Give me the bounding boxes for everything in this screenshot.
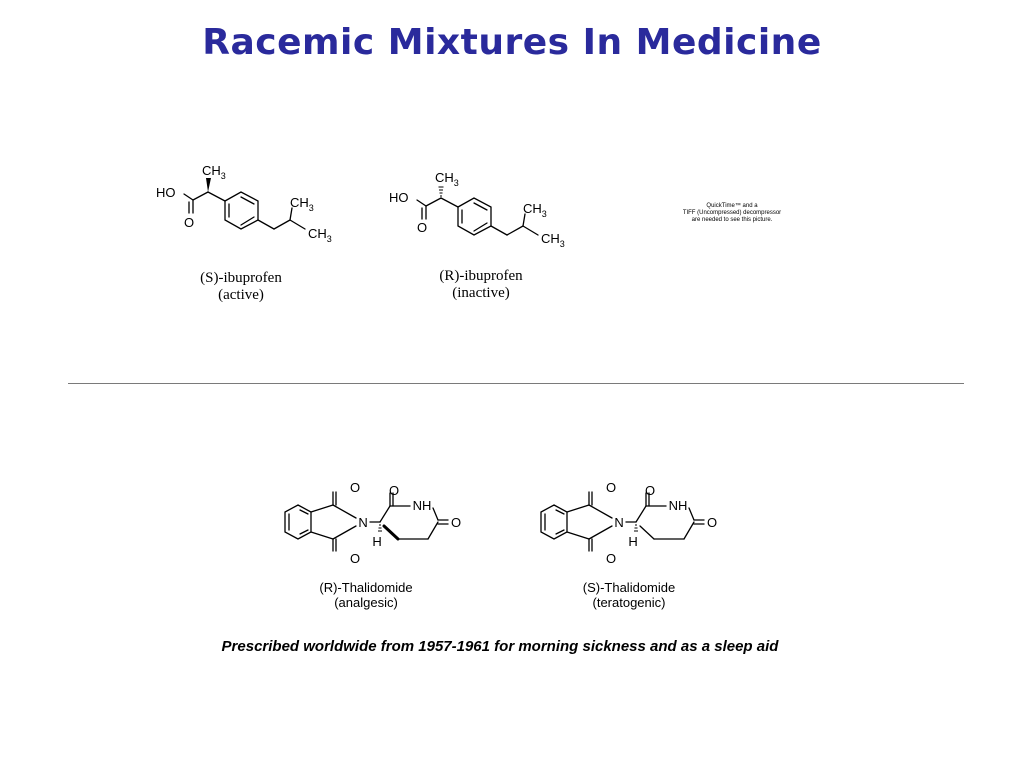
- svg-text:O: O: [707, 515, 717, 530]
- section-divider: [68, 383, 964, 384]
- svg-text:N: N: [358, 515, 367, 530]
- s-thalidomide-activity: (teratogenic): [592, 595, 666, 610]
- s-thalidomide-name: (S)-Thalidomide: [582, 580, 676, 595]
- svg-text:O: O: [645, 483, 655, 498]
- placeholder-line: are needed to see this picture.: [691, 217, 773, 223]
- s-ibuprofen-name: (S)-ibuprofen: [200, 270, 282, 286]
- svg-text:O: O: [350, 551, 360, 566]
- s-ibuprofen-structure: CH3 HO O CH3 CH3: [156, 163, 332, 244]
- svg-text:CH3: CH3: [541, 231, 565, 249]
- r-thalidomide-caption: (R)-Thalidomide (analgesic): [296, 580, 436, 610]
- s-ibuprofen-caption: (S)-ibuprofen (active): [176, 270, 306, 304]
- svg-text:CH3: CH3: [202, 163, 226, 181]
- quicktime-placeholder: QuickTime™ and a TIFF (Uncompressed) dec…: [672, 203, 792, 224]
- s-thalidomide-structure: O NH O H N O O: [540, 480, 717, 566]
- placeholder-line: TIFF (Uncompressed) decompressor: [682, 210, 782, 216]
- svg-text:CH3: CH3: [308, 226, 332, 244]
- svg-text:CH3: CH3: [435, 170, 459, 188]
- slide-title: Racemic Mixtures In Medicine: [202, 22, 822, 63]
- svg-text:O: O: [184, 215, 194, 230]
- svg-text:O: O: [451, 515, 461, 530]
- r-ibuprofen-name: (R)-ibuprofen: [439, 268, 523, 284]
- svg-text:CH3: CH3: [290, 195, 314, 213]
- r-ibuprofen-caption: (R)-ibuprofen (inactive): [416, 268, 546, 302]
- svg-text:NH: NH: [413, 498, 432, 513]
- r-thalidomide-name: (R)-Thalidomide: [319, 580, 413, 595]
- svg-text:N: N: [614, 515, 623, 530]
- svg-text:CH3: CH3: [523, 201, 547, 219]
- svg-text:O: O: [606, 551, 616, 566]
- s-ibuprofen-activity: (active): [218, 287, 264, 303]
- footer-note: Prescribed worldwide from 1957-1961 for …: [221, 638, 779, 655]
- svg-text:O: O: [350, 480, 360, 495]
- svg-text:O: O: [606, 480, 616, 495]
- svg-text:NH: NH: [669, 498, 688, 513]
- r-ibuprofen-activity: (inactive): [452, 285, 510, 301]
- svg-text:HO: HO: [389, 190, 409, 205]
- r-thalidomide-structure: O NH O H N O O: [284, 480, 461, 566]
- r-thalidomide-activity: (analgesic): [334, 595, 398, 610]
- svg-text:O: O: [417, 220, 427, 235]
- r-ibuprofen-structure: CH3 HO O CH3 CH3: [389, 170, 565, 249]
- s-thalidomide-caption: (S)-Thalidomide (teratogenic): [559, 580, 699, 610]
- svg-text:HO: HO: [156, 185, 176, 200]
- svg-text:H: H: [628, 534, 637, 549]
- svg-text:O: O: [389, 483, 399, 498]
- placeholder-line: QuickTime™ and a: [706, 203, 758, 209]
- svg-text:H: H: [372, 534, 381, 549]
